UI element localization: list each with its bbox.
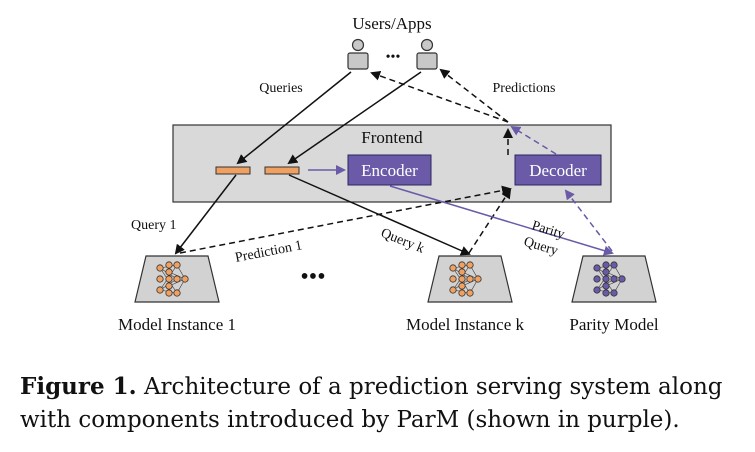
caption-text: Architecture of a prediction serving sys… (20, 374, 723, 433)
neural-net-icon-orange-1 (156, 261, 189, 297)
user-icon-right (416, 38, 438, 70)
users-apps-label: Users/Apps (352, 14, 431, 33)
neural-net-icon-purple (593, 261, 626, 297)
parity-model-label: Parity Model (569, 315, 659, 334)
parity-model (571, 255, 657, 303)
query1-arrow (174, 174, 237, 255)
model-instance-1-label: Model Instance 1 (118, 315, 236, 334)
parity-query-arrow (389, 185, 614, 256)
decoder-label: Decoder (529, 161, 587, 180)
model-instance-k-label: Model Instance k (406, 315, 525, 334)
prediction-arrow-user2 (439, 68, 509, 123)
prediction1-arrow (179, 185, 512, 254)
predictions-label: Predictions (493, 81, 556, 96)
neural-net-icon-orange-k (449, 261, 482, 297)
query-buffer-2 (264, 166, 300, 175)
models-ellipsis: ••• (300, 264, 325, 290)
query-arrow-user2 (287, 71, 422, 165)
query-arrow-user1 (236, 71, 352, 165)
user-icon-left (347, 38, 369, 70)
query-buffer-1 (215, 166, 251, 175)
model-instance-k (427, 255, 513, 303)
prediction-arrow-user1 (370, 71, 509, 123)
figure-caption: Figure 1. Architecture of a prediction s… (20, 370, 740, 437)
users-ellipsis: ••• (386, 50, 401, 65)
queries-label: Queries (259, 81, 303, 96)
query1-label: Query 1 (131, 218, 177, 233)
predictionk-arrow (468, 188, 512, 254)
queryk-label: Query k (379, 226, 427, 257)
model-instance-1 (134, 255, 220, 303)
prediction1-label: Prediction 1 (234, 238, 304, 266)
decoder-output-arrow (510, 125, 557, 155)
figure-number: Figure 1. (20, 373, 137, 400)
frontend-label: Frontend (361, 128, 423, 147)
decoder-box (514, 154, 602, 186)
encoder-label: Encoder (361, 161, 418, 180)
encoder-box (347, 154, 432, 186)
parity-output-arrow (564, 189, 613, 252)
